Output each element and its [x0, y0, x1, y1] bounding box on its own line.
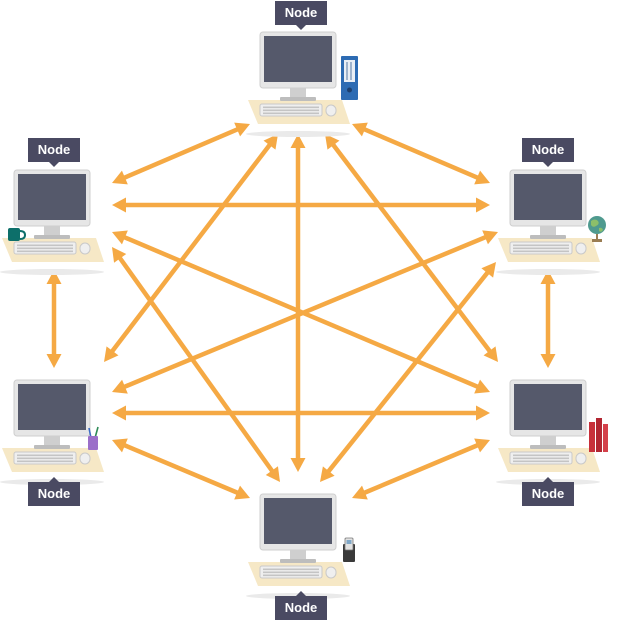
node-bottom	[245, 493, 355, 600]
binder-icon	[341, 56, 358, 100]
arrow-top-bottom	[290, 134, 306, 472]
node-label-bottom: Node	[275, 591, 327, 620]
arrow-upper-left-bottom	[112, 247, 280, 482]
arrow-upper-left-upper-right	[112, 197, 490, 213]
arrow-top-lower-left	[104, 134, 278, 362]
node-lower-right	[495, 379, 608, 486]
arrow-lower-left-lower-right	[112, 405, 490, 421]
node-label-top: Node	[275, 1, 327, 30]
arrow-upper-left-lower-left	[46, 270, 62, 368]
globe-icon	[588, 216, 606, 242]
arrow-lower-right-bottom	[352, 438, 490, 500]
phone-icon	[343, 537, 355, 562]
node-label-lower-left: Node	[28, 477, 80, 506]
node-label-lower-right: Node	[522, 477, 574, 506]
node-upper-right	[495, 169, 606, 276]
node-lower-left	[0, 379, 105, 486]
arrow-layer	[46, 122, 556, 500]
books-icon	[589, 418, 608, 452]
node-top	[245, 31, 358, 138]
mug-icon	[8, 228, 27, 241]
node-label-upper-right: Node	[522, 138, 574, 167]
pencil-cup-icon	[88, 426, 99, 450]
arrow-upper-right-lower-left	[112, 230, 498, 394]
arrow-upper-right-bottom	[320, 262, 496, 482]
arrow-top-lower-right	[325, 134, 498, 362]
arrow-top-upper-left	[112, 122, 250, 185]
arrow-upper-right-lower-right	[540, 270, 556, 368]
arrow-top-upper-right	[352, 122, 490, 185]
node-upper-left	[0, 169, 105, 276]
arrow-lower-left-bottom	[112, 438, 250, 500]
node-label-upper-left: Node	[28, 138, 80, 167]
